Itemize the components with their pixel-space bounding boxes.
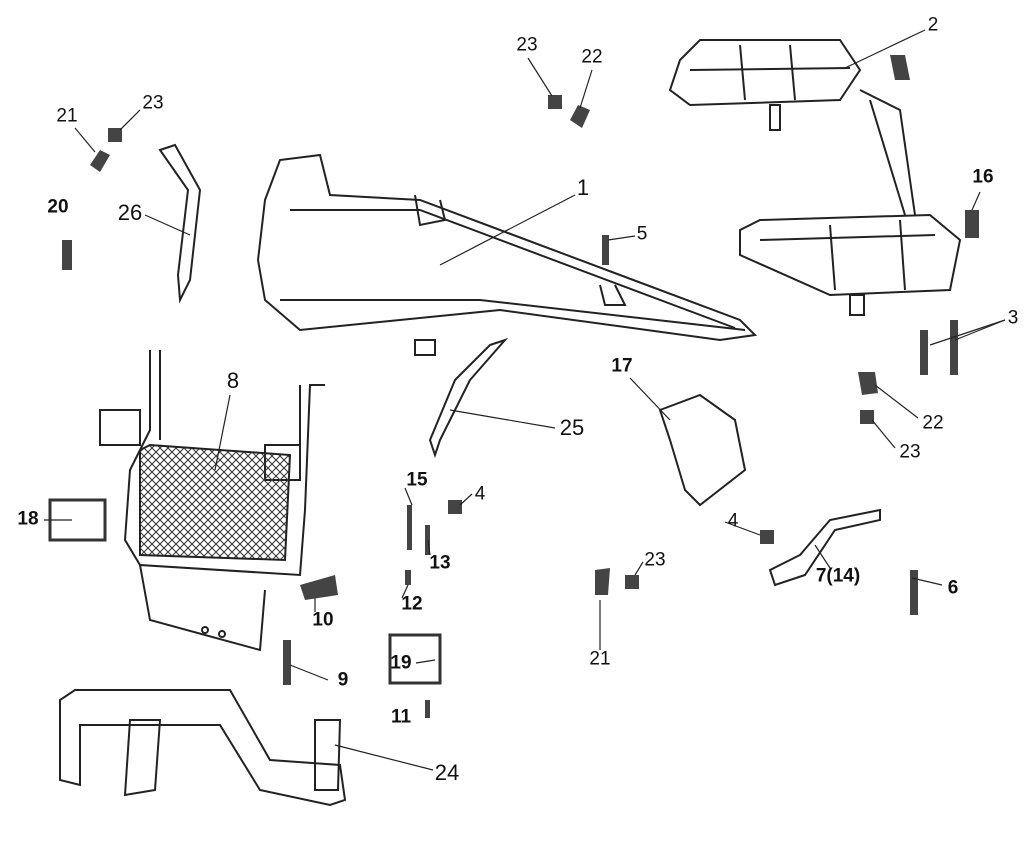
callout-4: 4: [474, 483, 486, 505]
strut-26: [158, 143, 202, 304]
small-hardware: [48, 55, 979, 718]
callout-2: 2: [927, 14, 939, 36]
callout-5: 5: [636, 223, 648, 245]
strut-25: [428, 337, 509, 459]
callout-3: 3: [1007, 307, 1019, 329]
rear-rack: [668, 39, 962, 316]
callout-23: 23: [644, 549, 666, 571]
callout-1: 1: [576, 175, 590, 200]
rear-bumper: [59, 689, 347, 807]
callout-15: 15: [406, 469, 428, 491]
callout-24: 24: [434, 760, 460, 785]
callout-17: 17: [611, 355, 633, 377]
callout-23: 23: [142, 92, 164, 114]
callout-22: 22: [581, 46, 603, 68]
callout-23: 23: [899, 441, 921, 463]
front-frame: [256, 153, 758, 356]
callout-4: 4: [727, 510, 739, 532]
callout-23: 23: [516, 34, 538, 56]
callout-10: 10: [312, 609, 334, 631]
brace-7: [768, 508, 881, 587]
callout-22: 22: [922, 412, 944, 434]
callout-7-14: 7(14): [815, 565, 861, 587]
callout-21: 21: [56, 105, 78, 127]
callout-13: 13: [429, 552, 451, 574]
callout-8: 8: [226, 368, 240, 393]
front-guard-net: [99, 350, 325, 652]
callout-6: 6: [947, 577, 959, 599]
callout-25: 25: [559, 415, 585, 440]
bracket-17: [658, 393, 747, 507]
callout-12: 12: [401, 593, 423, 615]
callout-21: 21: [589, 648, 611, 670]
callout-11: 11: [390, 706, 412, 728]
leader-lines: [44, 29, 1006, 771]
callout-26: 26: [117, 200, 143, 225]
callout-19: 19: [390, 652, 412, 674]
callout-20: 20: [47, 196, 69, 218]
callout-18: 18: [17, 508, 39, 530]
callout-16: 16: [972, 166, 994, 188]
callout-9: 9: [337, 669, 349, 691]
